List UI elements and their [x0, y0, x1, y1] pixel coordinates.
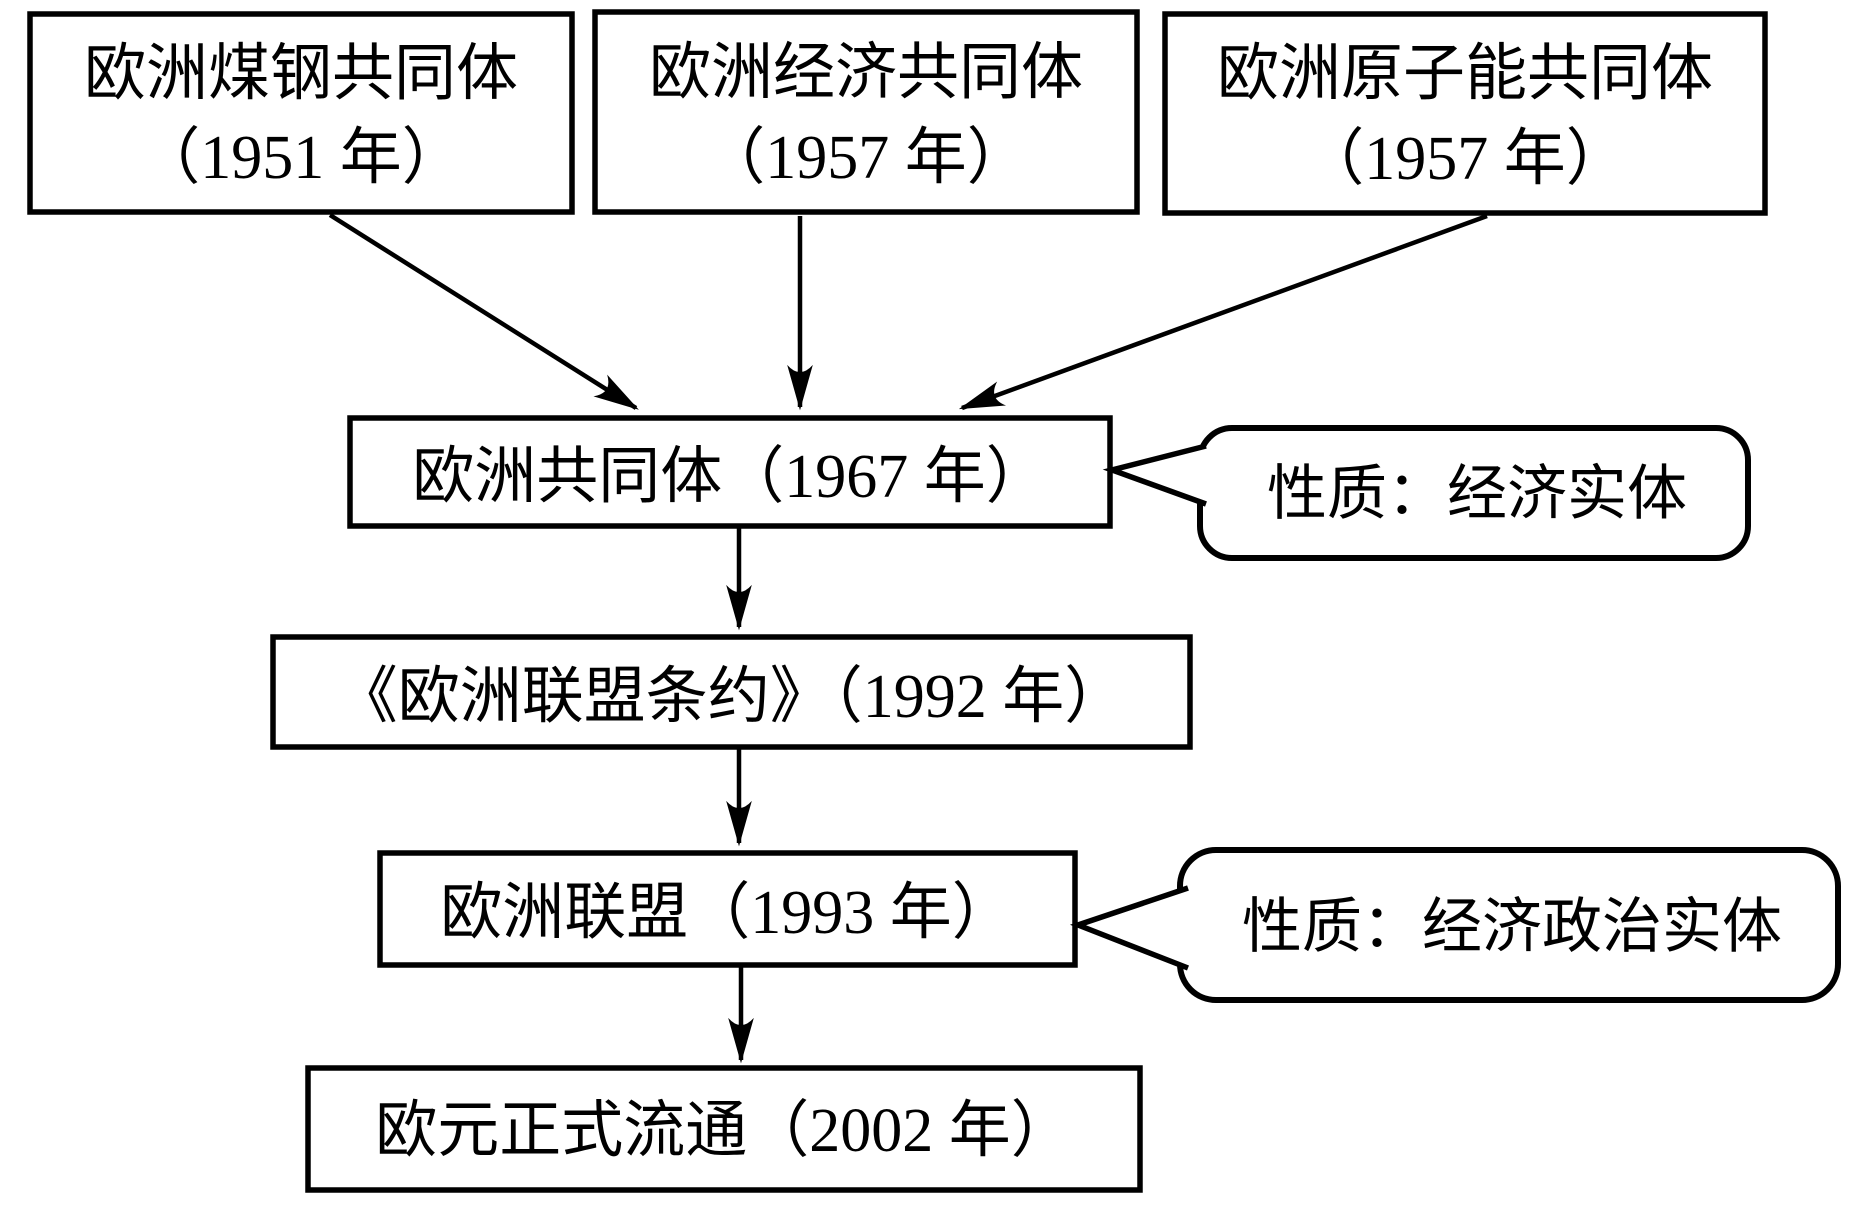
node-ec: 欧洲共同体（1967 年）: [347, 415, 1113, 529]
callout-1-label: 性质：经济实体: [1267, 461, 1687, 527]
eec-label-line2: （1957 年）: [703, 124, 1029, 192]
eu-box: [377, 850, 1078, 968]
eu-label: 欧洲联盟（1993 年）: [440, 879, 1014, 947]
node-euro: 欧元正式流通（2002 年）: [305, 1065, 1143, 1193]
arrow-euratom-to-ec: [958, 213, 1488, 411]
euro-box: [305, 1065, 1143, 1193]
callout-2-label: 性质：经济政治实体: [1242, 894, 1782, 960]
callout-nature-economic-political: 性质：经济政治实体: [1069, 847, 1841, 1003]
euratom-label-line2: （1957 年）: [1302, 125, 1628, 193]
ec-box: [347, 415, 1113, 529]
arrow-ecsc-to-ec: [328, 213, 639, 410]
ecsc-label-line1: 欧洲煤钢共同体: [84, 40, 518, 108]
callout-nature-economic: 性质：经济实体: [1102, 425, 1751, 561]
node-eu: 欧洲联盟（1993 年）: [377, 850, 1078, 968]
node-ecsc: 欧洲煤钢共同体 （1951 年）: [27, 11, 575, 215]
callout-1-tail: [1102, 443, 1207, 507]
eec-box: [592, 9, 1140, 215]
euro-label: 欧元正式流通（2002 年）: [375, 1097, 1073, 1165]
node-eec: 欧洲经济共同体 （1957 年）: [592, 9, 1140, 215]
callout-2-tail: [1069, 885, 1190, 971]
node-euratom: 欧洲原子能共同体 （1957 年）: [1162, 11, 1768, 216]
ecsc-label-line2: （1951 年）: [138, 124, 464, 192]
euratom-label-line1: 欧洲原子能共同体: [1217, 40, 1713, 108]
eec-label-line1: 欧洲经济共同体: [649, 39, 1083, 107]
ec-label: 欧洲共同体（1967 年）: [412, 443, 1048, 511]
treaty-label: 《欧洲联盟条约》（1992 年）: [336, 663, 1127, 731]
euratom-box: [1162, 11, 1768, 216]
treaty-box: [270, 634, 1193, 750]
node-treaty: 《欧洲联盟条约》（1992 年）: [270, 634, 1193, 750]
edges: [328, 213, 1488, 1064]
ecsc-box: [27, 11, 575, 215]
